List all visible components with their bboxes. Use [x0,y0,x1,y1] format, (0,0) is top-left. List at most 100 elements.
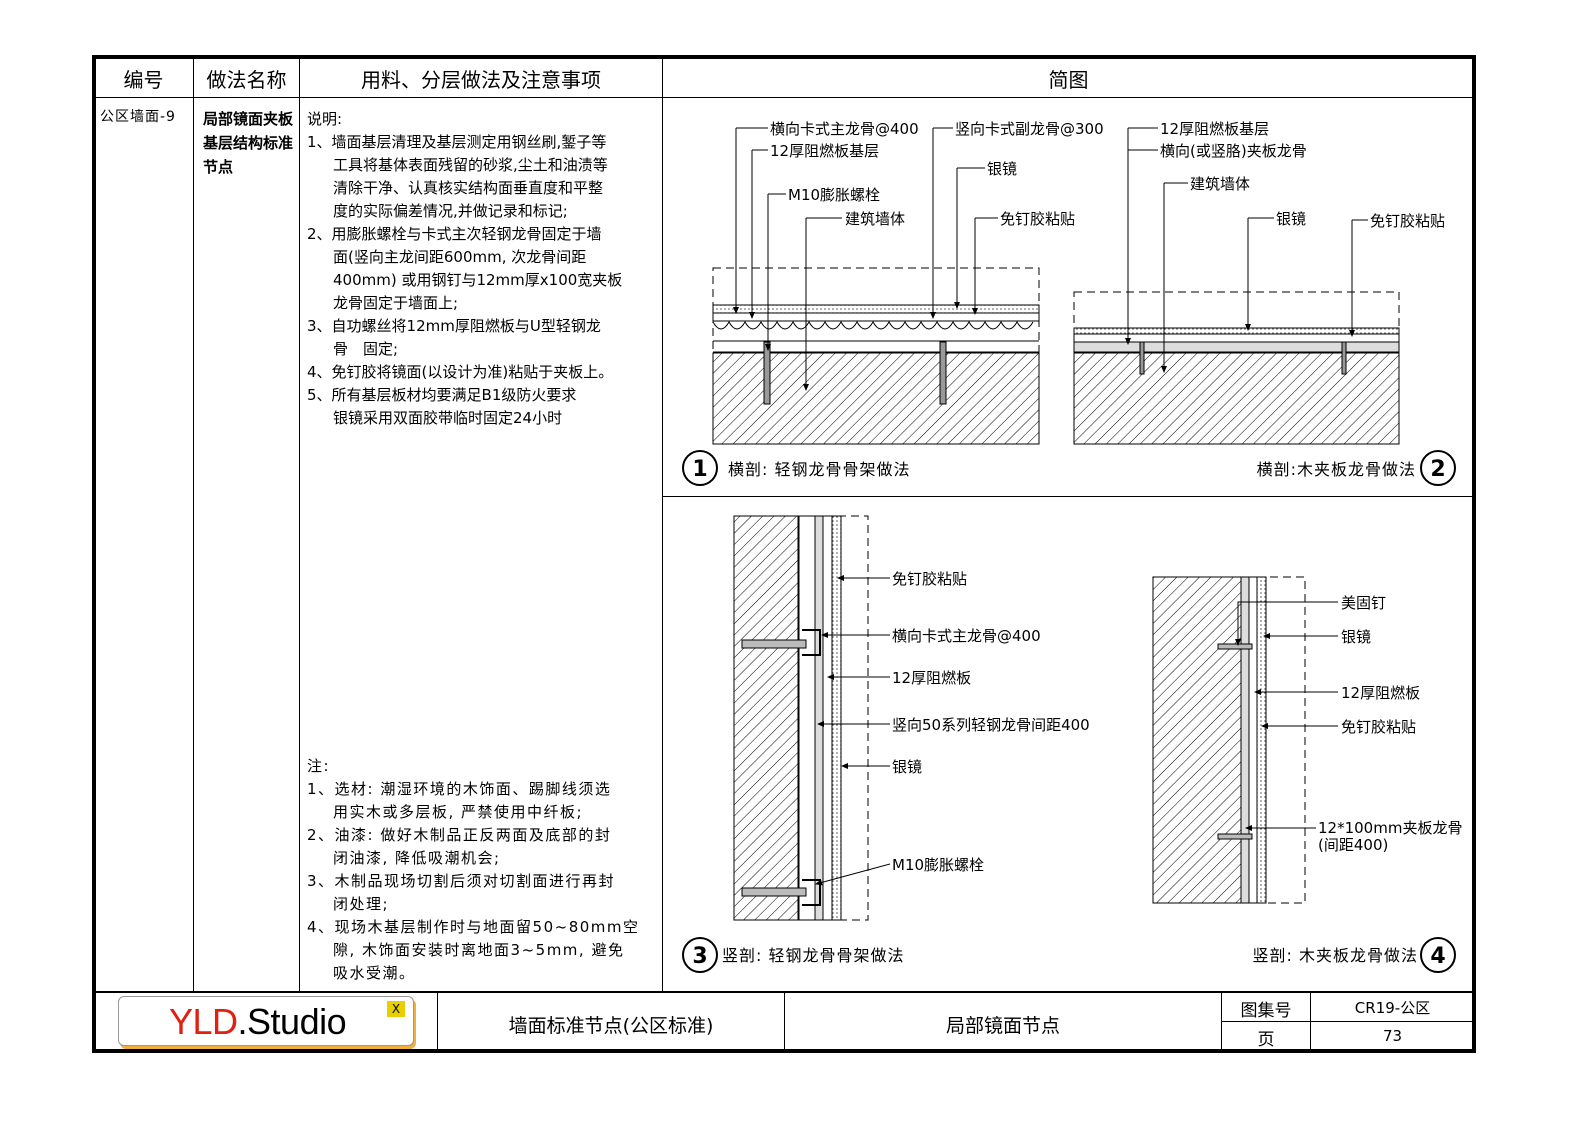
remark-line: 闭处理; [333,895,390,913]
tb-divider-2 [784,993,785,1051]
d1-board-layer [712,312,1040,322]
d1-number-badge [682,450,718,486]
d2-number-badge [1420,450,1456,486]
studio-logo: YLD.Studio X [118,996,414,1046]
row-code: 公区墙面-9 [100,109,176,125]
d4-label: 美固钉 [1341,594,1386,612]
titleblock-category: 墙面标准节点(公区标准) [508,1015,714,1037]
diagram-1: 横向卡式主龙骨@400 12厚阻燃板基层 M10膨胀螺栓 建筑墙体 竖向卡式副龙… [682,120,1104,486]
remark-line: 3、木制品现场切割后须对切割面进行再封 [307,872,616,890]
d4-label: 免钉胶粘贴 [1341,718,1416,736]
d3-label: 竖向50系列轻钢龙骨间距400 [892,716,1090,734]
drawing-frame [92,55,1476,1053]
d1-label: 建筑墙体 [845,210,905,228]
d2-label: 免钉胶粘贴 [1370,212,1445,230]
d2-nail [1341,341,1347,375]
d3-label: 免钉胶粘贴 [892,570,967,588]
d3-label: 横向卡式主龙骨@400 [892,627,1041,645]
page-label: 页 [1257,1030,1275,1050]
d1-number: 1 [692,457,707,482]
d3-caption: 竖剖: 轻钢龙骨骨架做法 [722,946,904,965]
tb-divider-3 [1221,993,1222,1051]
note-line: 4、免钉胶将镜面(以设计为准)粘贴于夹板上。 [307,363,614,381]
page-number: 73 [1382,1027,1403,1045]
col-divider-1 [193,57,194,992]
note-line: 度的实际偏差情况,并做记录和标记; [333,202,568,220]
d3-bracket [802,629,821,656]
col-divider-3 [662,57,663,992]
row-name: 局部镜面夹板基层结构标准节点 [203,110,294,176]
note-line: 骨 固定; [333,340,399,358]
d2-stud-layer [1073,341,1400,353]
remark-line: 2、油漆: 做好木制品正反两面及底部的封 [307,826,612,844]
titleblock-drawing-name: 局部镜面节点 [945,1015,1060,1037]
note-line: 银镜采用双面胶带临时固定24小时 [333,409,563,427]
d3-label: 银镜 [892,758,922,776]
d1-wall-hatch [712,352,1040,445]
d3-bracket [802,879,821,906]
note-line: 1、墙面基层清理及基层测定用钢丝刷,錾子等 [307,133,607,151]
d1-label: 横向卡式主龙骨@400 [770,120,919,138]
d3-bolt [741,639,807,649]
diagram-4: 美固钉 银镜 12厚阻燃板 免钉胶粘贴 12*100mm夹板龙骨 (间距400)… [1152,576,1462,973]
d4-caption: 竖剖: 木夹板龙骨做法 [1253,946,1418,965]
header-code: 编号 [123,68,164,92]
d3-label: 12厚阻燃板 [892,669,971,687]
header-diagram: 简图 [1048,68,1089,92]
d4-label: 12厚阻燃板 [1341,684,1420,702]
d4-nail [1217,833,1253,840]
d2-label: 建筑墙体 [1190,175,1250,193]
remark-line: 4、现场木基层制作时与地面留50~80mm空 [307,918,640,936]
d3-stud-cavity [798,515,816,921]
remark-line: 1、选材: 潮湿环境的木饰面、踢脚线须选 [307,780,612,798]
note-line: 5、所有基层板材均要满足B1级防火要求 [307,386,577,404]
header-divider [94,97,1474,98]
atlas-label: 图集号 [1240,1001,1292,1021]
d4-mirror-layer [1256,576,1267,904]
d3-board-layer [822,515,833,921]
d2-dashed-boundary [1073,291,1400,445]
d1-dashed-boundary [712,267,1040,445]
titleblock-divider [94,991,1474,993]
note-line: 工具将基体表面残留的砂浆,尘土和油渍等 [333,156,608,174]
d4-number: 4 [1430,944,1445,969]
d2-mirror-layer [1073,327,1400,335]
remarks-title: 注: [307,757,331,775]
d1-caption: 横剖: 轻钢龙骨骨架做法 [728,460,910,479]
d4-stud [1240,576,1250,904]
tb-divider-5 [1222,1021,1474,1022]
d2-label: 银镜 [1276,210,1306,228]
diagram-3: 免钉胶粘贴 横向卡式主龙骨@400 12厚阻燃板 竖向50系列轻钢龙骨间距400… [682,515,1090,973]
d2-number: 2 [1430,457,1445,482]
d4-label: (间距400) [1318,836,1388,854]
remark-line: 隙, 木饰面安装时离地面3~5mm, 避免 [333,941,625,959]
d3-number: 3 [692,944,707,969]
d4-label: 12*100mm夹板龙骨 [1318,819,1462,837]
tb-divider-4 [1310,993,1311,1051]
logo-mark-icon: X [387,1001,405,1017]
note-line: 2、用膨胀螺栓与卡式主次轻钢龙骨固定于墙 [307,225,602,243]
d4-nail [1217,643,1253,650]
d2-wall-hatch [1073,352,1400,445]
d4-board-layer [1248,576,1258,904]
tb-divider-1 [437,993,438,1051]
header-materials: 用料、分层做法及注意事项 [361,68,601,92]
d4-number-badge [1420,937,1456,973]
d3-bolt [741,887,807,897]
notes-block: 说明: 1、墙面基层清理及基层测定用钢丝刷,錾子等 工具将基体表面残留的砂浆,尘… [307,108,663,430]
d4-dashed-boundary [1152,576,1306,904]
d1-label: M10膨胀螺栓 [788,186,880,204]
note-line: 面(竖向主龙间距600mm, 次龙骨间距 [333,248,587,266]
header-name: 做法名称 [206,68,287,92]
d3-leader [815,863,891,886]
notes-title: 说明: [307,110,343,128]
d4-label: 银镜 [1341,628,1371,646]
remark-line: 闭油漆, 降低吸潮机会; [333,849,501,867]
note-line: 3、自功螺丝将12mm厚阻燃板与U型轻钢龙 [307,317,601,335]
logo-text: YLD.Studio [169,1001,347,1042]
d3-wall-hatch [733,515,799,921]
d3-label: M10膨胀螺栓 [892,856,984,874]
d2-board-layer [1073,333,1400,343]
d4-wall-hatch [1152,576,1242,904]
